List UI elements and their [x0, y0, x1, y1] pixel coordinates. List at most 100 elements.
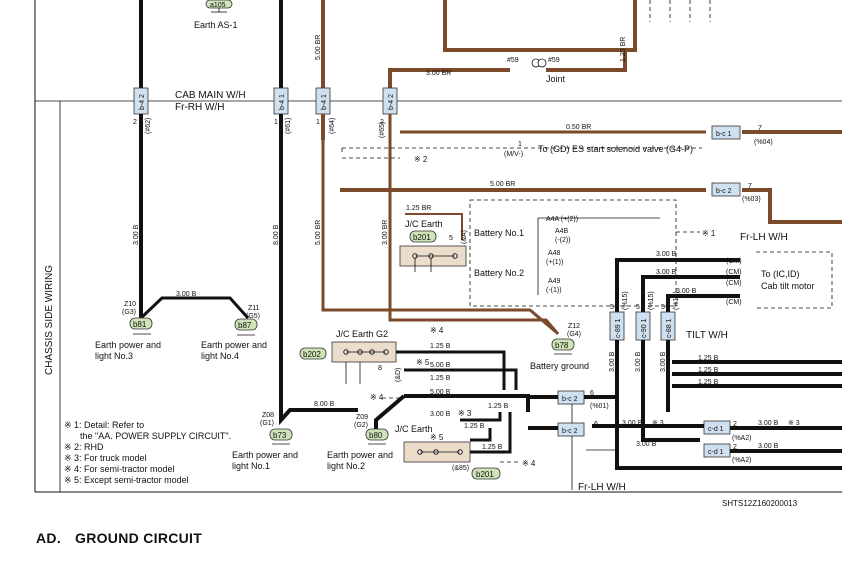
- connector-b4-2-far: b-4 2: [382, 87, 398, 115]
- section-title-text: GROUND CIRCUIT: [75, 530, 203, 546]
- svg-text:b-c 2: b-c 2: [716, 188, 732, 195]
- connector-cd1-lower: c-d 1: [703, 443, 731, 458]
- ground-z10: Z10 (G3) b81 Earth power and light No.3: [95, 301, 161, 361]
- svg-text:Earth power and: Earth power and: [327, 450, 393, 460]
- battery-a49: A49: [548, 278, 561, 285]
- ground-z11: Z11 (G5) b87 Earth power and light No.4: [201, 305, 267, 361]
- wire-label-3b-tilt3: 3.00 B: [676, 288, 697, 295]
- pin-2-cd1b: 2: [733, 444, 737, 451]
- pin-5-c89: 5: [610, 304, 614, 311]
- pin-note-61: (#61): [285, 118, 292, 134]
- pin-note-15c: (%15): [673, 291, 680, 310]
- note-mark-2: ※ 2: [414, 155, 428, 164]
- pin-note-64: (#64): [329, 118, 336, 134]
- pin-2-cd1a: 2: [733, 421, 737, 428]
- wire-label-125b-r2: 1.25 B: [698, 367, 719, 374]
- pin-5-jc: 5: [449, 235, 453, 242]
- svg-text:c-88 1: c-88 1: [666, 318, 673, 338]
- pin-note-a2b: (%A2): [732, 457, 751, 464]
- svg-text:c-89 1: c-89 1: [615, 318, 622, 338]
- wire-label-3b-cd1: 3.00 B: [758, 420, 779, 427]
- wire-label-5br-top: 5.00 BR: [315, 35, 322, 60]
- note-mark-4-mid: ※ 4: [370, 393, 384, 402]
- connector-cd1-upper: c-d 1: [703, 420, 731, 435]
- svg-text:b-4 2: b-4 2: [388, 94, 395, 110]
- pin-1-middle: 1: [274, 119, 278, 126]
- wire-label-8b-horizontal: 8.00 B: [314, 401, 335, 408]
- note-mark-5-jc: ※ 5: [430, 433, 444, 442]
- wire-label-125b-jc-c: 1.25 B: [488, 403, 509, 410]
- wire-label-3b-down2: 3.00 B: [635, 351, 642, 372]
- svg-text:(G2): (G2): [354, 422, 368, 429]
- wire-label-8b-vertical: 8.00 B: [273, 224, 280, 245]
- harness-cab-main-label: CAB MAIN W/H: [175, 90, 246, 101]
- svg-text:Battery ground: Battery ground: [530, 361, 589, 371]
- pin-note-ampD: (&D): [395, 368, 402, 382]
- cab-tilt-cm4: (CM): [726, 299, 742, 306]
- wire-label-3b-jc-low: 3.00 B: [430, 411, 451, 418]
- pin-note-62: (#62): [145, 118, 152, 134]
- svg-text:b-4 1: b-4 1: [321, 94, 328, 110]
- connector-bc2-mid: b-c 2: [557, 390, 585, 405]
- pin-5-c90: 5: [636, 304, 640, 311]
- wire-label-125b-jc-a: 1.25 B: [464, 423, 485, 430]
- pin-6-bc2-low: 6: [594, 421, 598, 428]
- note-line-3: ※ 2: RHD: [64, 442, 104, 452]
- wire-label-3b-cd2: 3.00 B: [758, 443, 779, 450]
- svg-text:Z11: Z11: [248, 305, 260, 312]
- svg-text:Z12: Z12: [568, 323, 580, 330]
- connector-b4-2-left: b-4 2: [133, 87, 149, 115]
- connector-bc2-top: b-c 2: [711, 182, 741, 197]
- section-title: AD. GROUND CIRCUIT: [36, 530, 216, 546]
- svg-text:light No.3: light No.3: [95, 351, 133, 361]
- svg-text:b-4 1: b-4 1: [279, 94, 286, 110]
- harness-fr-rh-label: Fr-RH W/H: [175, 102, 224, 113]
- cab-tilt-group: To (IC,ID) Cab tilt motor (CM) (CM) (CM)…: [726, 251, 833, 309]
- svg-text:b78: b78: [555, 341, 569, 350]
- ground-z12: Z12 (G4) b78 Battery ground: [530, 323, 589, 371]
- wire-label-050br: 0.50 BR: [566, 124, 591, 131]
- wire-label-125b-g2a: 1.25 B: [430, 343, 451, 350]
- pin-note-04: (%04): [754, 139, 773, 146]
- diagram-frame: [34, 0, 842, 493]
- svg-text:c-d 1: c-d 1: [708, 426, 724, 433]
- pin-note-85: (&85): [452, 465, 469, 472]
- section-number: AD.: [36, 530, 62, 546]
- pin-note-mv: (M/V-): [504, 151, 523, 158]
- wire-label-3b-down1: 3.00 B: [609, 351, 616, 372]
- pin-1-right: 1: [316, 119, 320, 126]
- jc-earth-g2-label: J/C Earth G2: [336, 329, 388, 339]
- chassis-side-label: CHASSIS SIDE WIRING: [44, 265, 55, 375]
- connector-c89: c-89 1: [609, 311, 625, 341]
- wire-label-125b-r3: 1.25 B: [698, 379, 719, 386]
- note-mark-4-g2: ※ 4: [430, 326, 444, 335]
- pin-1-solenoid: 1: [518, 141, 522, 148]
- earth-tag-code: a105: [210, 2, 226, 9]
- pin-note-a2a: (%A2): [732, 435, 751, 442]
- wire-label-3b-tilt2: 3.00 B: [656, 269, 677, 276]
- svg-text:b87: b87: [238, 321, 252, 330]
- wire-label-500b-g2a: 5.00 B: [430, 362, 451, 369]
- note-line-2: the "AA. POWER SUPPLY CIRCUIT".: [80, 431, 231, 441]
- jc-earth-lower-label: J/C Earth: [395, 424, 433, 434]
- wire-label-3b-tilt1: 3.00 B: [656, 251, 677, 258]
- svg-text:Z09: Z09: [356, 414, 368, 421]
- wire-label-3b-z10-z11: 3.00 B: [176, 291, 197, 298]
- svg-text:(G5): (G5): [246, 313, 260, 320]
- connector-b4-1-middle: b-4 1: [273, 87, 289, 115]
- note-mark-5-g2: ※ 5: [416, 358, 430, 367]
- jc-earth-g2-tag: b202: [303, 350, 321, 359]
- wire-label-5br-vertical: 5.00 BR: [315, 220, 322, 245]
- jc-earth-label: J/C Earth: [405, 219, 443, 229]
- svg-text:Z10: Z10: [124, 301, 136, 308]
- battery-a48-plus: (+(1)): [546, 259, 563, 266]
- earth-as1-label: Earth AS-1: [194, 20, 238, 30]
- connector-c90: c-90 1: [635, 311, 651, 341]
- note-mark-3-cd1: ※ 3: [788, 420, 800, 427]
- note-mark-3-mid: ※ 3: [652, 420, 664, 427]
- ground-z09: Z09 (G2) b80 Earth power and light No.2: [327, 414, 393, 471]
- joint-right-pin: #59: [548, 57, 560, 64]
- earth-as1-group: a105 Earth AS-1: [194, 0, 238, 30]
- svg-text:light No.1: light No.1: [232, 461, 270, 471]
- wire-label-125b-jc-b: 1.25 B: [482, 444, 503, 451]
